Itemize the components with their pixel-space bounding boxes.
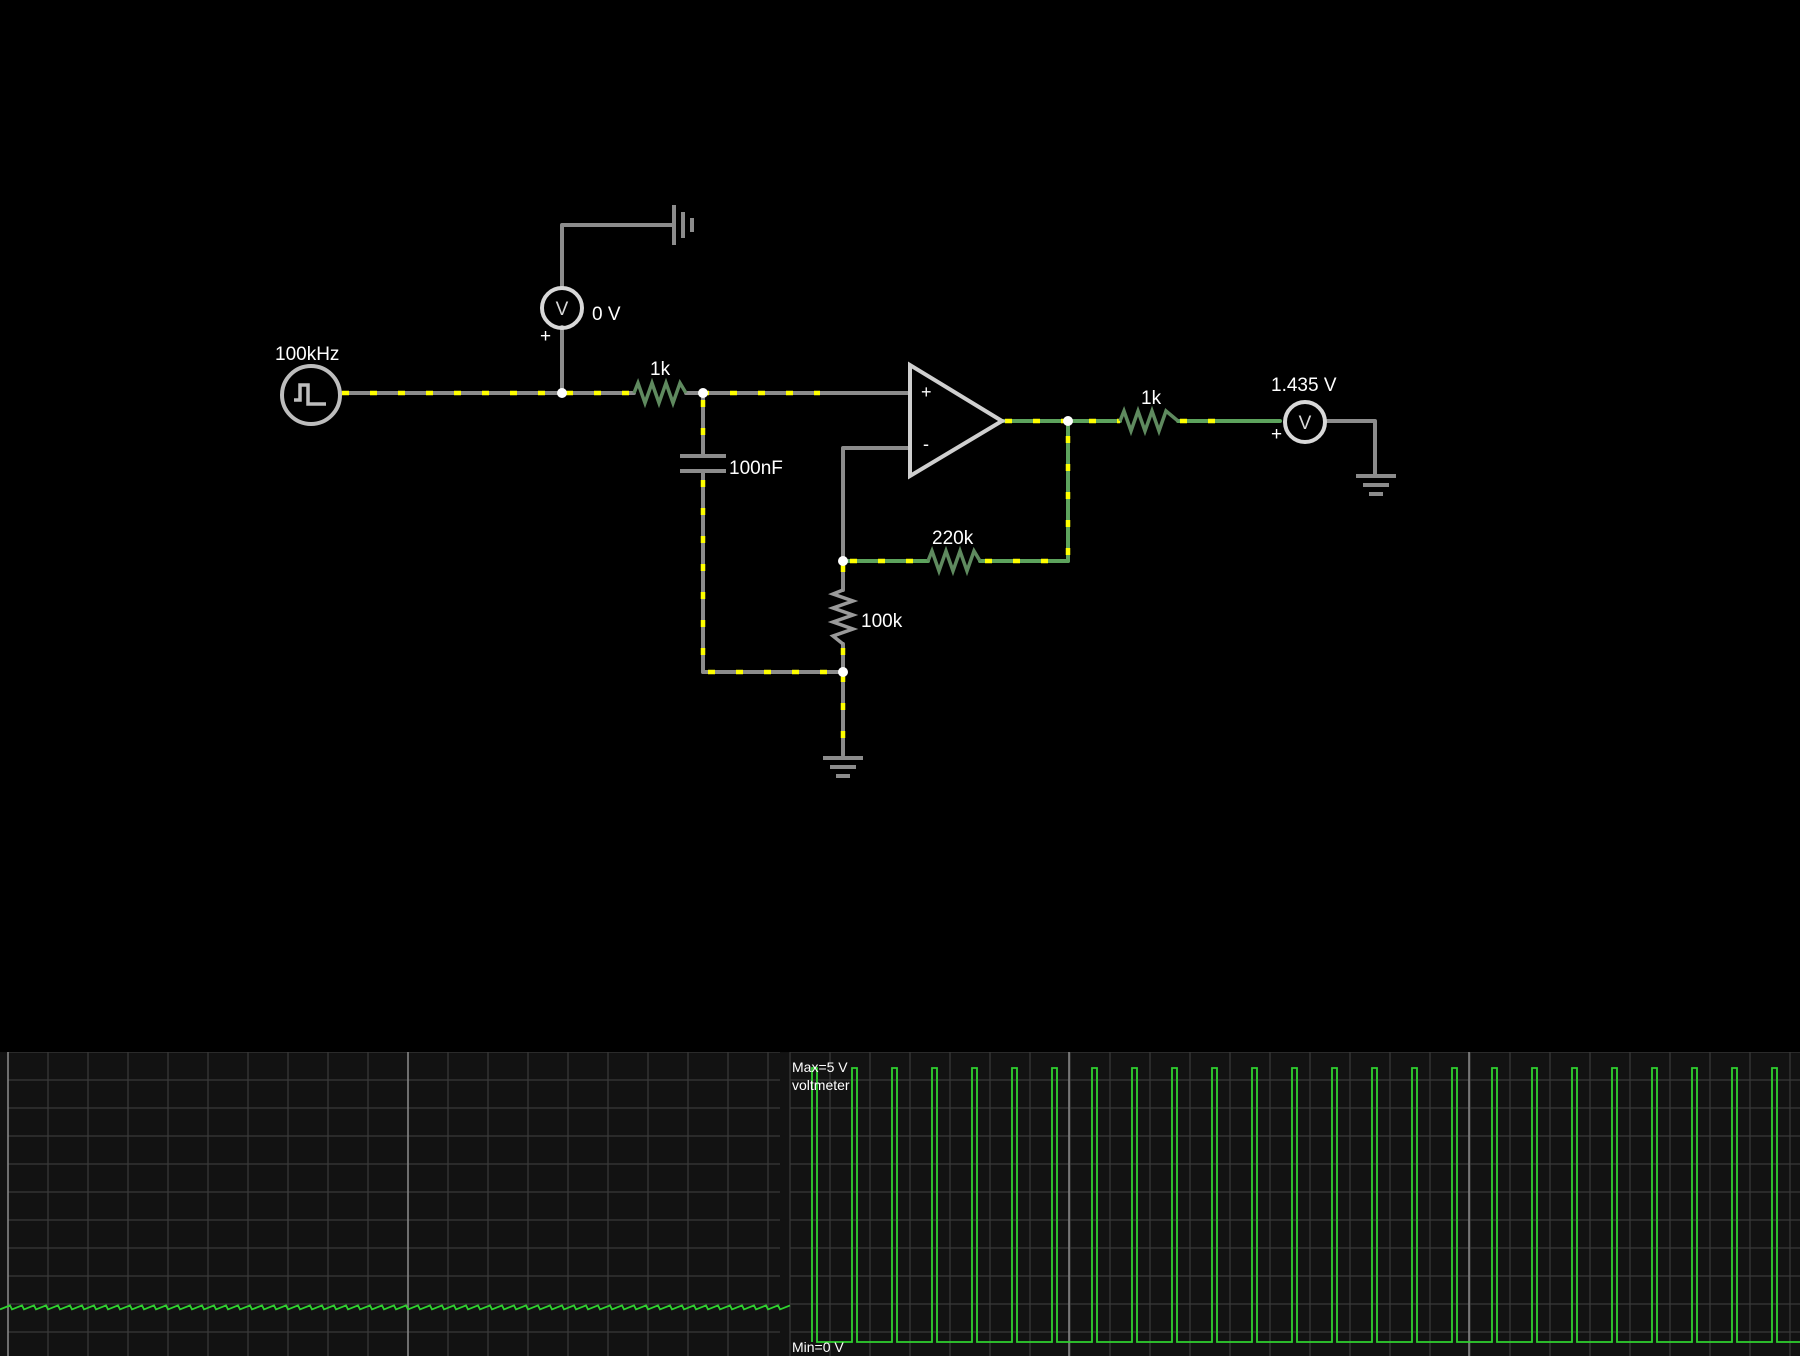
resistor-input-label: 1k — [650, 359, 671, 380]
junction-nodes — [557, 388, 1073, 677]
wire-opamp-minus[interactable] — [841, 446, 912, 563]
voltmeter-input-reading: 0 V — [592, 304, 621, 325]
wire-voltmeter-input[interactable] — [560, 223, 674, 395]
resistor-feedback-label: 220k — [932, 528, 974, 549]
op-amp-minus: - — [923, 434, 929, 454]
voltmeter-output-icon[interactable]: V — [1283, 400, 1327, 444]
voltmeter-output-plus: + — [1271, 424, 1282, 445]
voltmeter-output-symbol: V — [1299, 413, 1312, 434]
scope-left-trace — [0, 1304, 791, 1311]
resistor-output-1k[interactable] — [1118, 405, 1180, 437]
scope-right-grid — [789, 1052, 1800, 1356]
ground-bottom-icon — [823, 756, 863, 778]
wire-feedback[interactable] — [841, 419, 1071, 564]
scope-voltmeter-label: voltmeter — [792, 1077, 850, 1093]
resistor-output-label: 1k — [1141, 388, 1162, 409]
scope-max-label: Max=5 V — [792, 1059, 848, 1075]
source-frequency-label: 100kHz — [275, 344, 339, 365]
resistor-input-1k[interactable] — [632, 377, 688, 409]
wire-output-ground[interactable] — [1325, 419, 1377, 476]
scope-left-grid — [7, 1052, 780, 1356]
resistor-feedback-220k[interactable] — [926, 545, 982, 577]
capacitor-label: 100nF — [729, 458, 783, 479]
voltmeter-input-plus: + — [540, 326, 551, 347]
scope-panel[interactable]: Max=5 V voltmeter Min=0 V — [0, 1052, 1800, 1356]
resistor-ground-100k[interactable] — [827, 588, 859, 646]
scope-right-trace — [811, 1067, 1800, 1343]
square-wave-source-icon[interactable] — [280, 364, 342, 426]
capacitor-icon[interactable] — [680, 454, 726, 473]
voltmeter-icon[interactable]: V — [540, 286, 584, 330]
op-amp-icon[interactable] — [908, 361, 1006, 480]
circuit-canvas[interactable]: 100kHz V 0 V + 1k 100nF + - 220k 100k — [0, 0, 1800, 1050]
voltmeter-output-reading: 1.435 V — [1271, 375, 1337, 396]
op-amp-plus: + — [921, 382, 932, 402]
ground-output-icon — [1356, 474, 1396, 496]
scope-min-label: Min=0 V — [792, 1339, 844, 1355]
resistor-ground-label: 100k — [861, 611, 903, 632]
ground-icon — [672, 205, 694, 245]
voltmeter-symbol: V — [556, 299, 569, 320]
